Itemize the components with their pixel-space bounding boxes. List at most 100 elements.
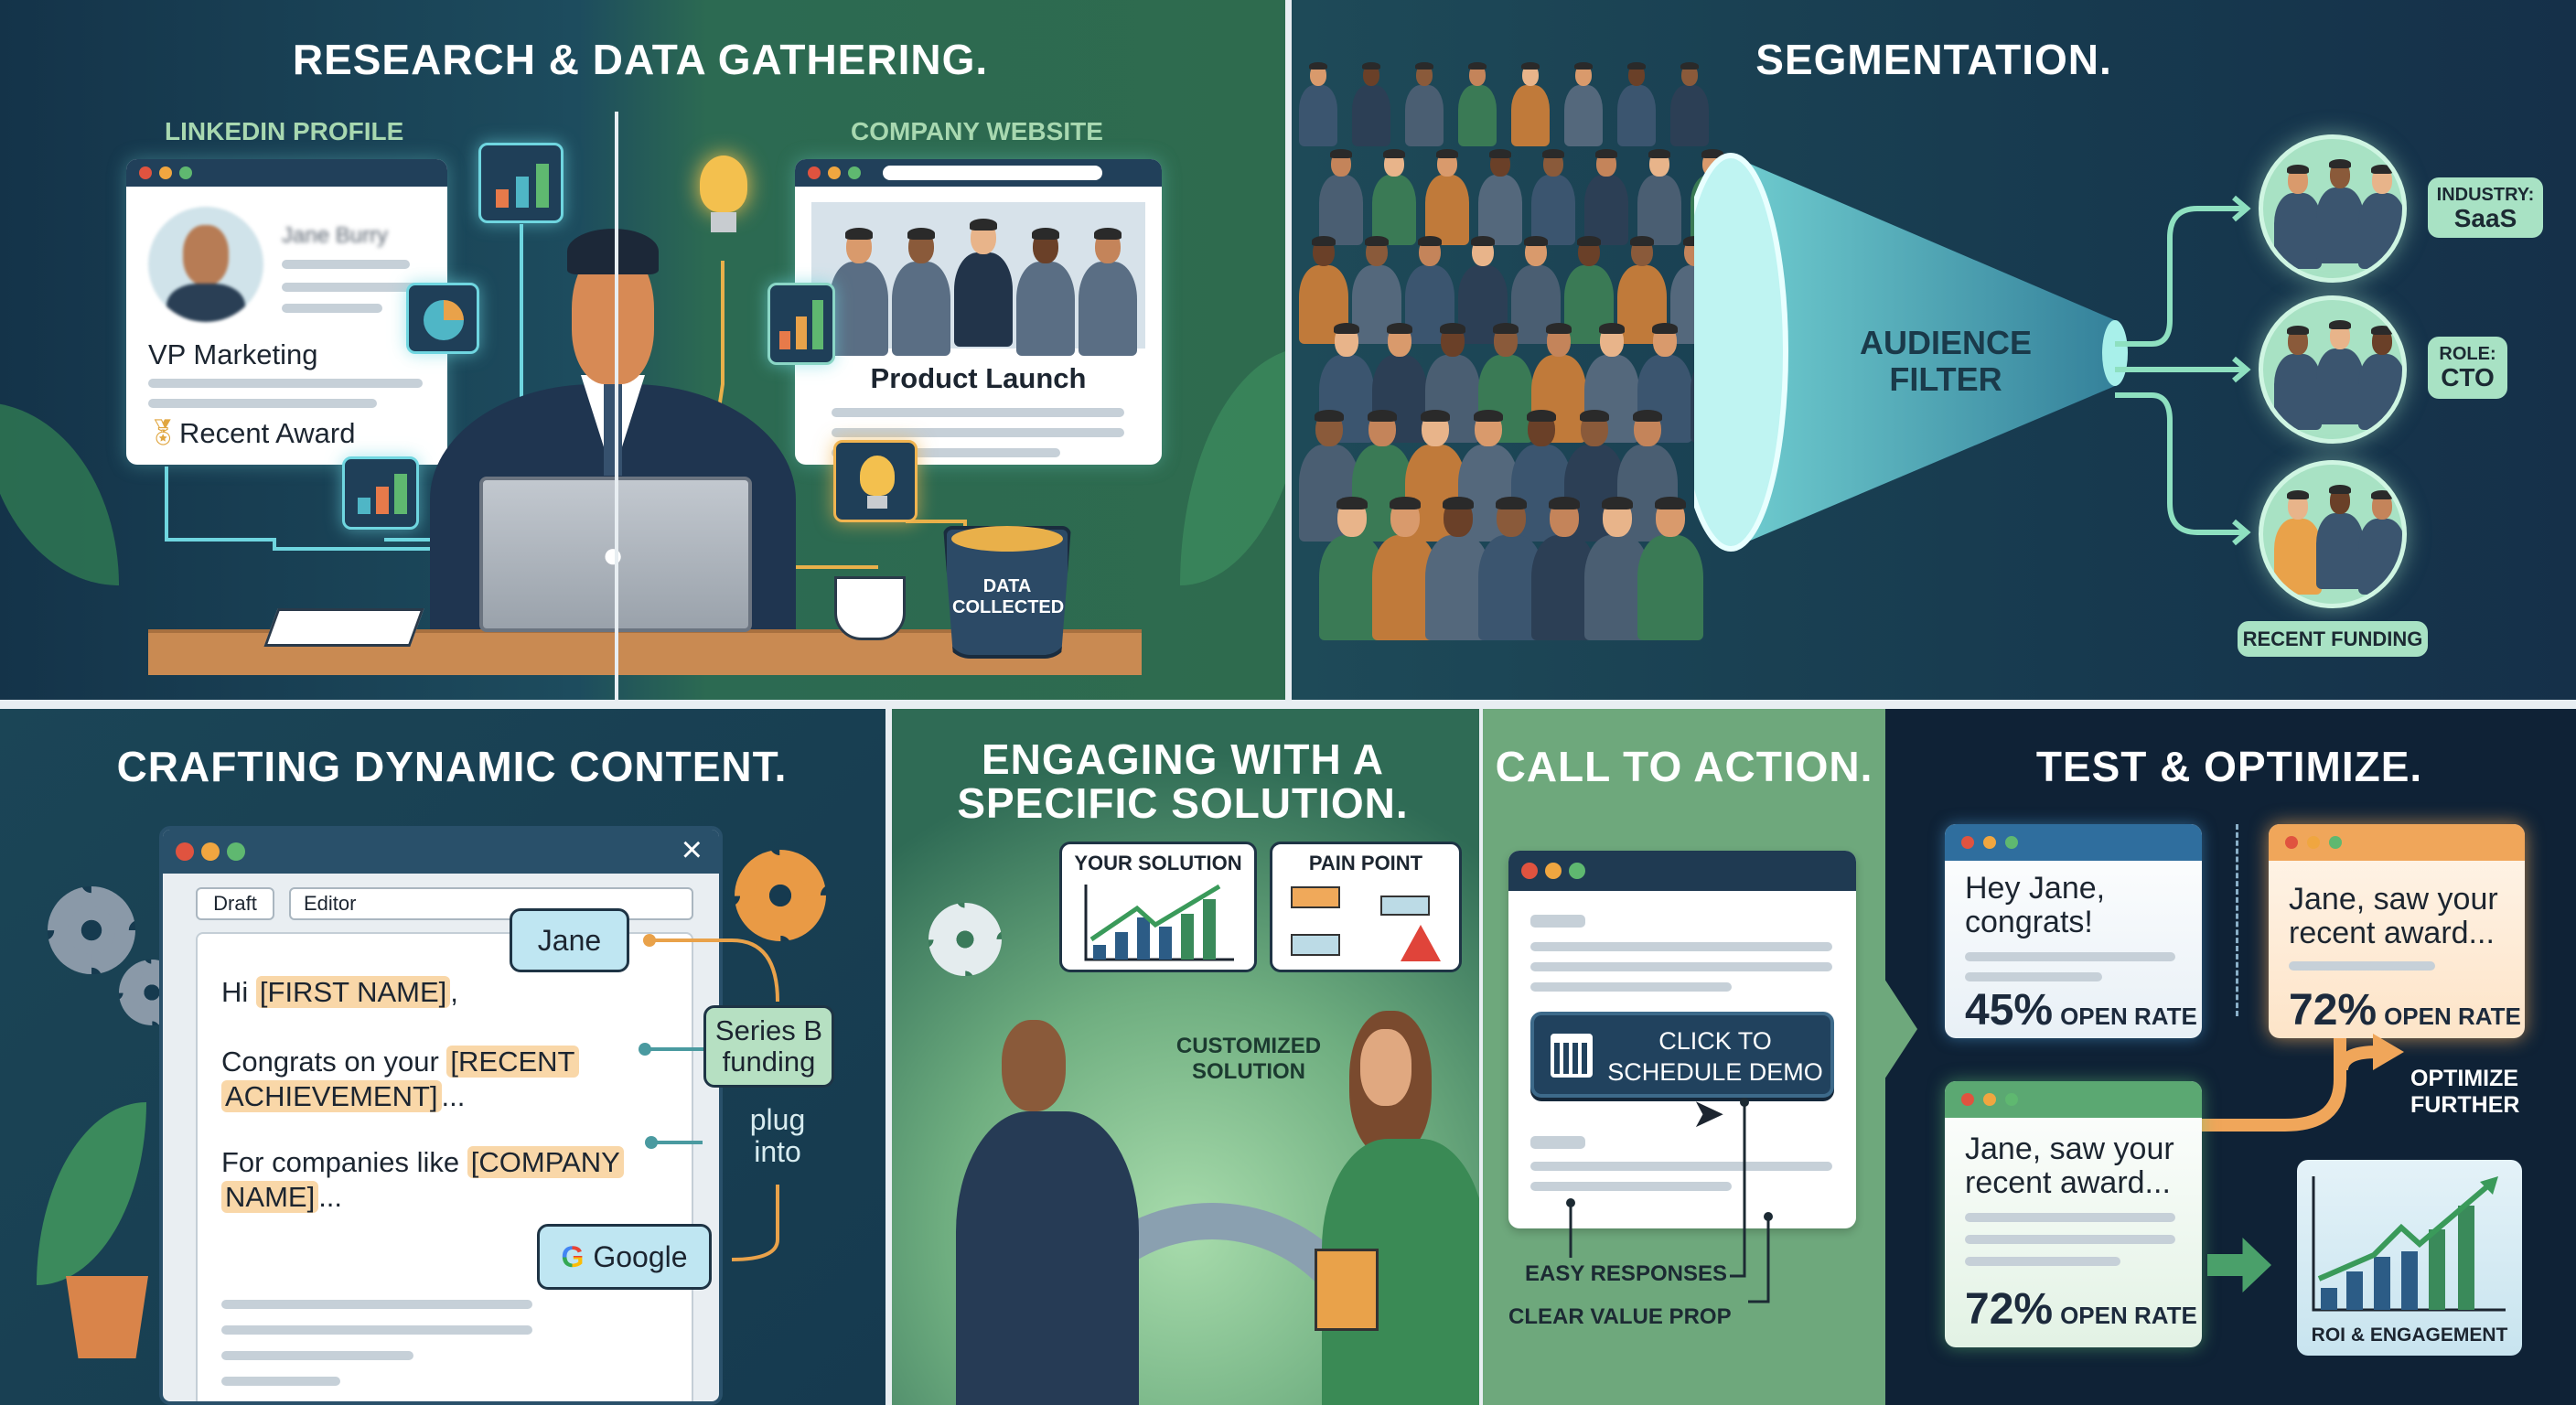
greeting-text: Hi <box>221 976 256 1008</box>
your-solution-bubble: YOUR SOLUTION <box>1059 842 1257 972</box>
audience-crowd <box>1292 62 1749 686</box>
into-label: into <box>754 1135 801 1169</box>
schedule-demo-button[interactable]: CLICK TO SCHEDULE DEMO <box>1530 1012 1834 1098</box>
segment-label-funding: RECENT FUNDING <box>2238 621 2428 657</box>
subject-line: Hey Jane, <box>1965 871 2106 906</box>
ellipsis: ... <box>318 1181 343 1213</box>
congrats-text: Congrats on your <box>221 1046 447 1078</box>
test-title: TEST & OPTIMIZE. <box>2035 743 2423 790</box>
lightbulb-icon <box>700 156 747 212</box>
audience-filter-label: AUDIENCE FILTER <box>1859 324 2032 398</box>
open-rate-label: OPEN RATE <box>2060 1003 2197 1030</box>
subject-line: Jane, saw your <box>2289 882 2498 917</box>
google-logo-icon: G <box>561 1239 585 1273</box>
engaging-title-line-2: SPECIFIC SOLUTION. <box>957 779 1409 827</box>
funding-bubble-line: Series B <box>714 1014 823 1046</box>
bar-chart-icon <box>767 283 835 365</box>
landing-page-window: CLICK TO SCHEDULE DEMO ➤ <box>1508 851 1856 1228</box>
company-name: Google <box>593 1239 688 1273</box>
open-rate-value: 72% <box>1965 1285 2054 1334</box>
segment-arrows <box>2115 195 2251 546</box>
achievement-variable-cont: ACHIEVEMENT] <box>221 1080 442 1112</box>
roi-growth-chart <box>2312 1176 2506 1312</box>
woman-client <box>1315 1011 1479 1405</box>
panel-engaging: ENGAGING WITH A SPECIFIC SOLUTION. YOUR … <box>892 709 1479 1405</box>
subject-line: Jane, saw your <box>1965 1132 2174 1166</box>
open-rate-value: 45% <box>1965 986 2054 1035</box>
lightbulb-box-icon <box>833 440 918 522</box>
plug-label: plug <box>749 1103 806 1136</box>
panel-cta: CALL TO ACTION. CLICK TO SCHEDULE DEMO ➤… <box>1483 709 1885 1405</box>
email-body[interactable]: Hi [FIRST NAME], Congrats on your [RECEN… <box>196 932 693 1401</box>
solution-label: SOLUTION <box>1192 1058 1305 1084</box>
vertical-separator <box>886 709 892 1405</box>
linkedin-profile-card: Jane Burry VP Marketing 🏅︎ Recent Award <box>126 159 447 465</box>
subject-line: recent award... <box>2289 916 2495 951</box>
greeting-punctuation: , <box>450 976 458 1008</box>
roi-chart-card: ROI & ENGAGEMENT <box>2297 1160 2522 1356</box>
segment-label-value: CTO <box>2441 363 2495 391</box>
clear-value-prop-label: CLEAR VALUE PROP <box>1508 1304 1732 1329</box>
arrow-right-icon <box>2207 1238 2271 1292</box>
tab-draft[interactable]: Draft <box>196 887 274 920</box>
engaging-title-line-1: ENGAGING WITH A <box>981 735 1385 783</box>
profile-avatar <box>148 207 263 322</box>
company-name-variable: [COMPANY <box>467 1146 624 1178</box>
name-bubble: Jane <box>510 908 629 972</box>
man-presenter <box>956 1020 1139 1405</box>
profile-award: Recent Award <box>179 417 356 449</box>
crafting-title: CRAFTING DYNAMIC CONTENT. <box>116 743 788 790</box>
segment-label-industry: INDUSTRY: SaaS <box>2428 177 2543 238</box>
segment-label-value: SaaS <box>2453 204 2517 232</box>
coffee-cup <box>834 576 906 640</box>
gear-icon <box>928 903 1002 976</box>
first-name-variable: [FIRST NAME] <box>255 976 451 1008</box>
growth-chart-icon <box>1084 884 1234 961</box>
segment-circle-industry <box>2259 134 2407 283</box>
segment-circle-funding <box>2259 460 2407 608</box>
segment-label-line: ROLE: <box>2439 344 2496 364</box>
growth-chart-icon <box>478 143 564 223</box>
website-headline: Product Launch <box>870 362 1087 394</box>
funding-bubble-line: funding <box>722 1046 816 1078</box>
website-label: COMPANY WEBSITE <box>851 117 1103 145</box>
company-name-variable-cont: NAME] <box>221 1181 319 1213</box>
vertical-separator <box>1479 709 1483 1405</box>
callout-lines <box>1566 1098 1773 1303</box>
segment-label-role: ROLE: CTO <box>2428 337 2507 399</box>
open-rate-label: OPEN RATE <box>2060 1302 2197 1329</box>
warning-icon <box>1401 925 1441 961</box>
profile-role: VP Marketing <box>148 338 318 370</box>
segmentation-title: SEGMENTATION. <box>1755 36 2112 83</box>
plant-pot <box>66 1276 148 1358</box>
award-medal-icon: 🏅︎ <box>146 418 179 446</box>
ellipsis: ... <box>441 1080 466 1112</box>
close-icon[interactable]: × <box>681 830 703 870</box>
achievement-variable: [RECENT <box>446 1046 579 1078</box>
panel-crafting: CRAFTING DYNAMIC CONTENT. × Draft Editor… <box>0 709 886 1405</box>
center-divider <box>615 112 618 700</box>
subject-line: congrats! <box>1965 905 2093 940</box>
profile-name: Jane Burry <box>282 223 389 248</box>
gear-icon-orange <box>735 850 826 941</box>
further-label: FURTHER <box>2410 1091 2520 1118</box>
variable-connectors <box>639 934 779 1261</box>
linkedin-label: LINKEDIN PROFILE <box>165 117 404 145</box>
optimize-label: OPTIMIZE <box>2410 1066 2519 1091</box>
segment-circle-role <box>2259 295 2407 444</box>
laptop-logo-icon: ● <box>602 535 625 575</box>
panel-research: RESEARCH & DATA GATHERING. LINKEDIN PROF… <box>0 0 1285 700</box>
your-solution-label: YOUR SOLUTION <box>1074 852 1242 874</box>
mouse-cursor-icon: ➤ <box>1691 1091 1725 1136</box>
team-photo <box>811 202 1145 356</box>
segment-label-line: INDUSTRY: <box>2436 185 2535 205</box>
roi-engagement-label: ROI & ENGAGEMENT <box>2311 1325 2508 1346</box>
panel-segmentation: SEGMENTATION. <box>1292 0 2576 700</box>
open-rate-label: OPEN RATE <box>2384 1003 2521 1030</box>
